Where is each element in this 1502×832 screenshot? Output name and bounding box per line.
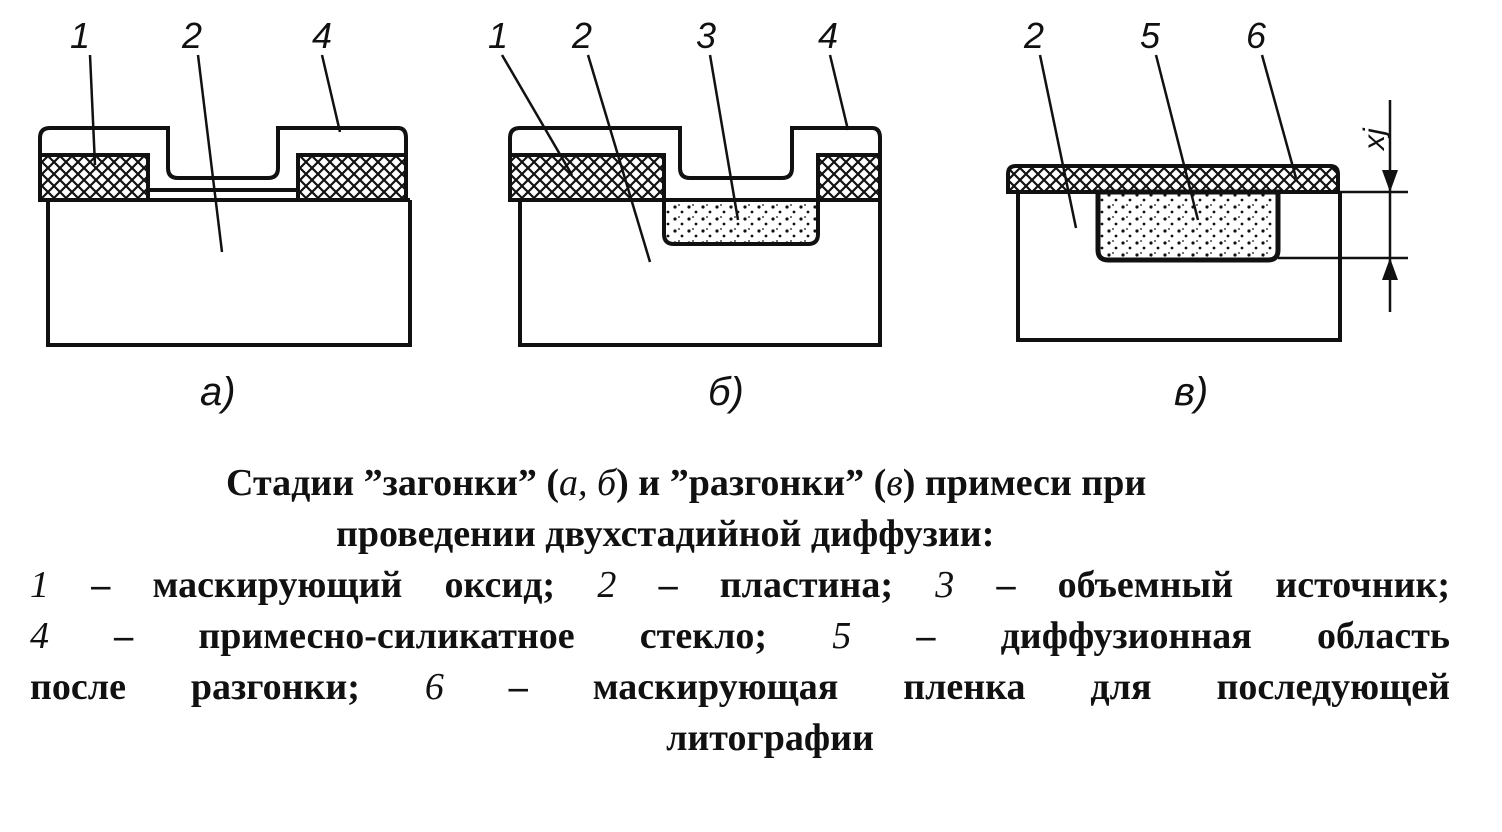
dimension-arrow-up <box>1382 258 1398 280</box>
leader-2 <box>1038 54 1078 229</box>
caption-last-line: литографии <box>666 717 874 759</box>
leader-4 <box>828 54 850 131</box>
panel-caption-c: в) <box>1174 370 1208 414</box>
panel-b: 1 2 3 4 б) <box>488 15 882 414</box>
caption-title-line: Стадии ”загонки” (а, б) и ”разгонки” (в)… <box>30 458 1450 509</box>
masking-oxide-left <box>508 153 666 202</box>
wafer-substrate <box>46 200 412 347</box>
leader-4 <box>320 54 342 133</box>
legend-text: – диффузионная область <box>916 615 1451 657</box>
label-4: 4 <box>818 15 838 56</box>
leader-3 <box>708 54 740 221</box>
diffusion-source-region <box>662 198 820 246</box>
label-1: 1 <box>70 15 90 56</box>
label-2: 2 <box>571 15 592 56</box>
masking-oxide-right <box>816 153 882 202</box>
legend-text: – маскирующая пленка для последующей <box>508 666 1450 708</box>
caption-ref-v: в <box>886 462 903 504</box>
doped-glass-layer <box>508 126 882 202</box>
caption-legend-line-1: 1 – маскирующий оксид; 2 – пластина; 3 –… <box>30 560 1450 611</box>
legend-text: после разгонки; <box>30 666 360 708</box>
diffusion-stages-diagram: 1 2 4 а) 1 2 3 4 б) xj 2 5 <box>38 15 1408 414</box>
masking-oxide-right <box>296 153 408 202</box>
masking-film <box>1006 164 1340 194</box>
label-5: 5 <box>1140 15 1161 56</box>
doped-glass-layer <box>38 126 408 192</box>
label-6: 6 <box>1246 15 1267 56</box>
wafer-substrate <box>518 200 882 347</box>
figure-caption: Стадии ”загонки” (а, б) и ”разгонки” (в)… <box>30 458 1450 764</box>
label-3: 3 <box>696 15 716 56</box>
leader-5 <box>1154 54 1200 221</box>
caption-legend-line-2: 4 – примесно-силикатное стекло; 5 – дифф… <box>30 611 1450 662</box>
caption-legend-line-3: после разгонки; 6 – маскирующая пленка д… <box>30 662 1450 713</box>
leader-2 <box>196 54 224 253</box>
caption-subtitle-line: проведении двухстадийной диффузии: <box>336 513 995 555</box>
legend-num: 2 <box>597 564 617 606</box>
dimension-label-xj: xj <box>1358 127 1391 152</box>
panel-a: 1 2 4 а) <box>38 15 412 414</box>
leader-1 <box>88 54 97 166</box>
legend-text: – объемный источник; <box>996 564 1451 606</box>
panel-caption-b: б) <box>708 370 744 414</box>
legend-num: 6 <box>424 666 444 708</box>
legend-num: 4 <box>30 615 49 657</box>
leader-6 <box>1260 54 1298 179</box>
label-4: 4 <box>312 15 332 56</box>
dimension-arrow-down <box>1382 170 1398 192</box>
caption-text: ) и ”разгонки” ( <box>616 462 887 504</box>
panel-c: xj 2 5 6 в) <box>1006 15 1408 414</box>
label-1: 1 <box>488 15 508 56</box>
wafer-substrate <box>1016 192 1342 342</box>
legend-text: – маскирующий оксид; <box>91 564 556 606</box>
caption-text: Стадии ”загонки” ( <box>226 462 560 504</box>
label-2: 2 <box>181 15 202 56</box>
legend-num: 5 <box>832 615 852 657</box>
leader-1 <box>500 54 574 176</box>
legend-text: – примесно-силикатное стекло; <box>114 615 768 657</box>
legend-num: 1 <box>30 564 49 606</box>
legend-text: – пластина; <box>658 564 893 606</box>
diffusion-region <box>1095 189 1281 263</box>
leader-2 <box>586 54 652 263</box>
caption-ref-ab: а, б <box>559 462 617 504</box>
panel-caption-a: а) <box>200 370 236 414</box>
legend-num: 3 <box>935 564 955 606</box>
label-2: 2 <box>1023 15 1044 56</box>
caption-text: ) примеси при <box>902 462 1147 504</box>
